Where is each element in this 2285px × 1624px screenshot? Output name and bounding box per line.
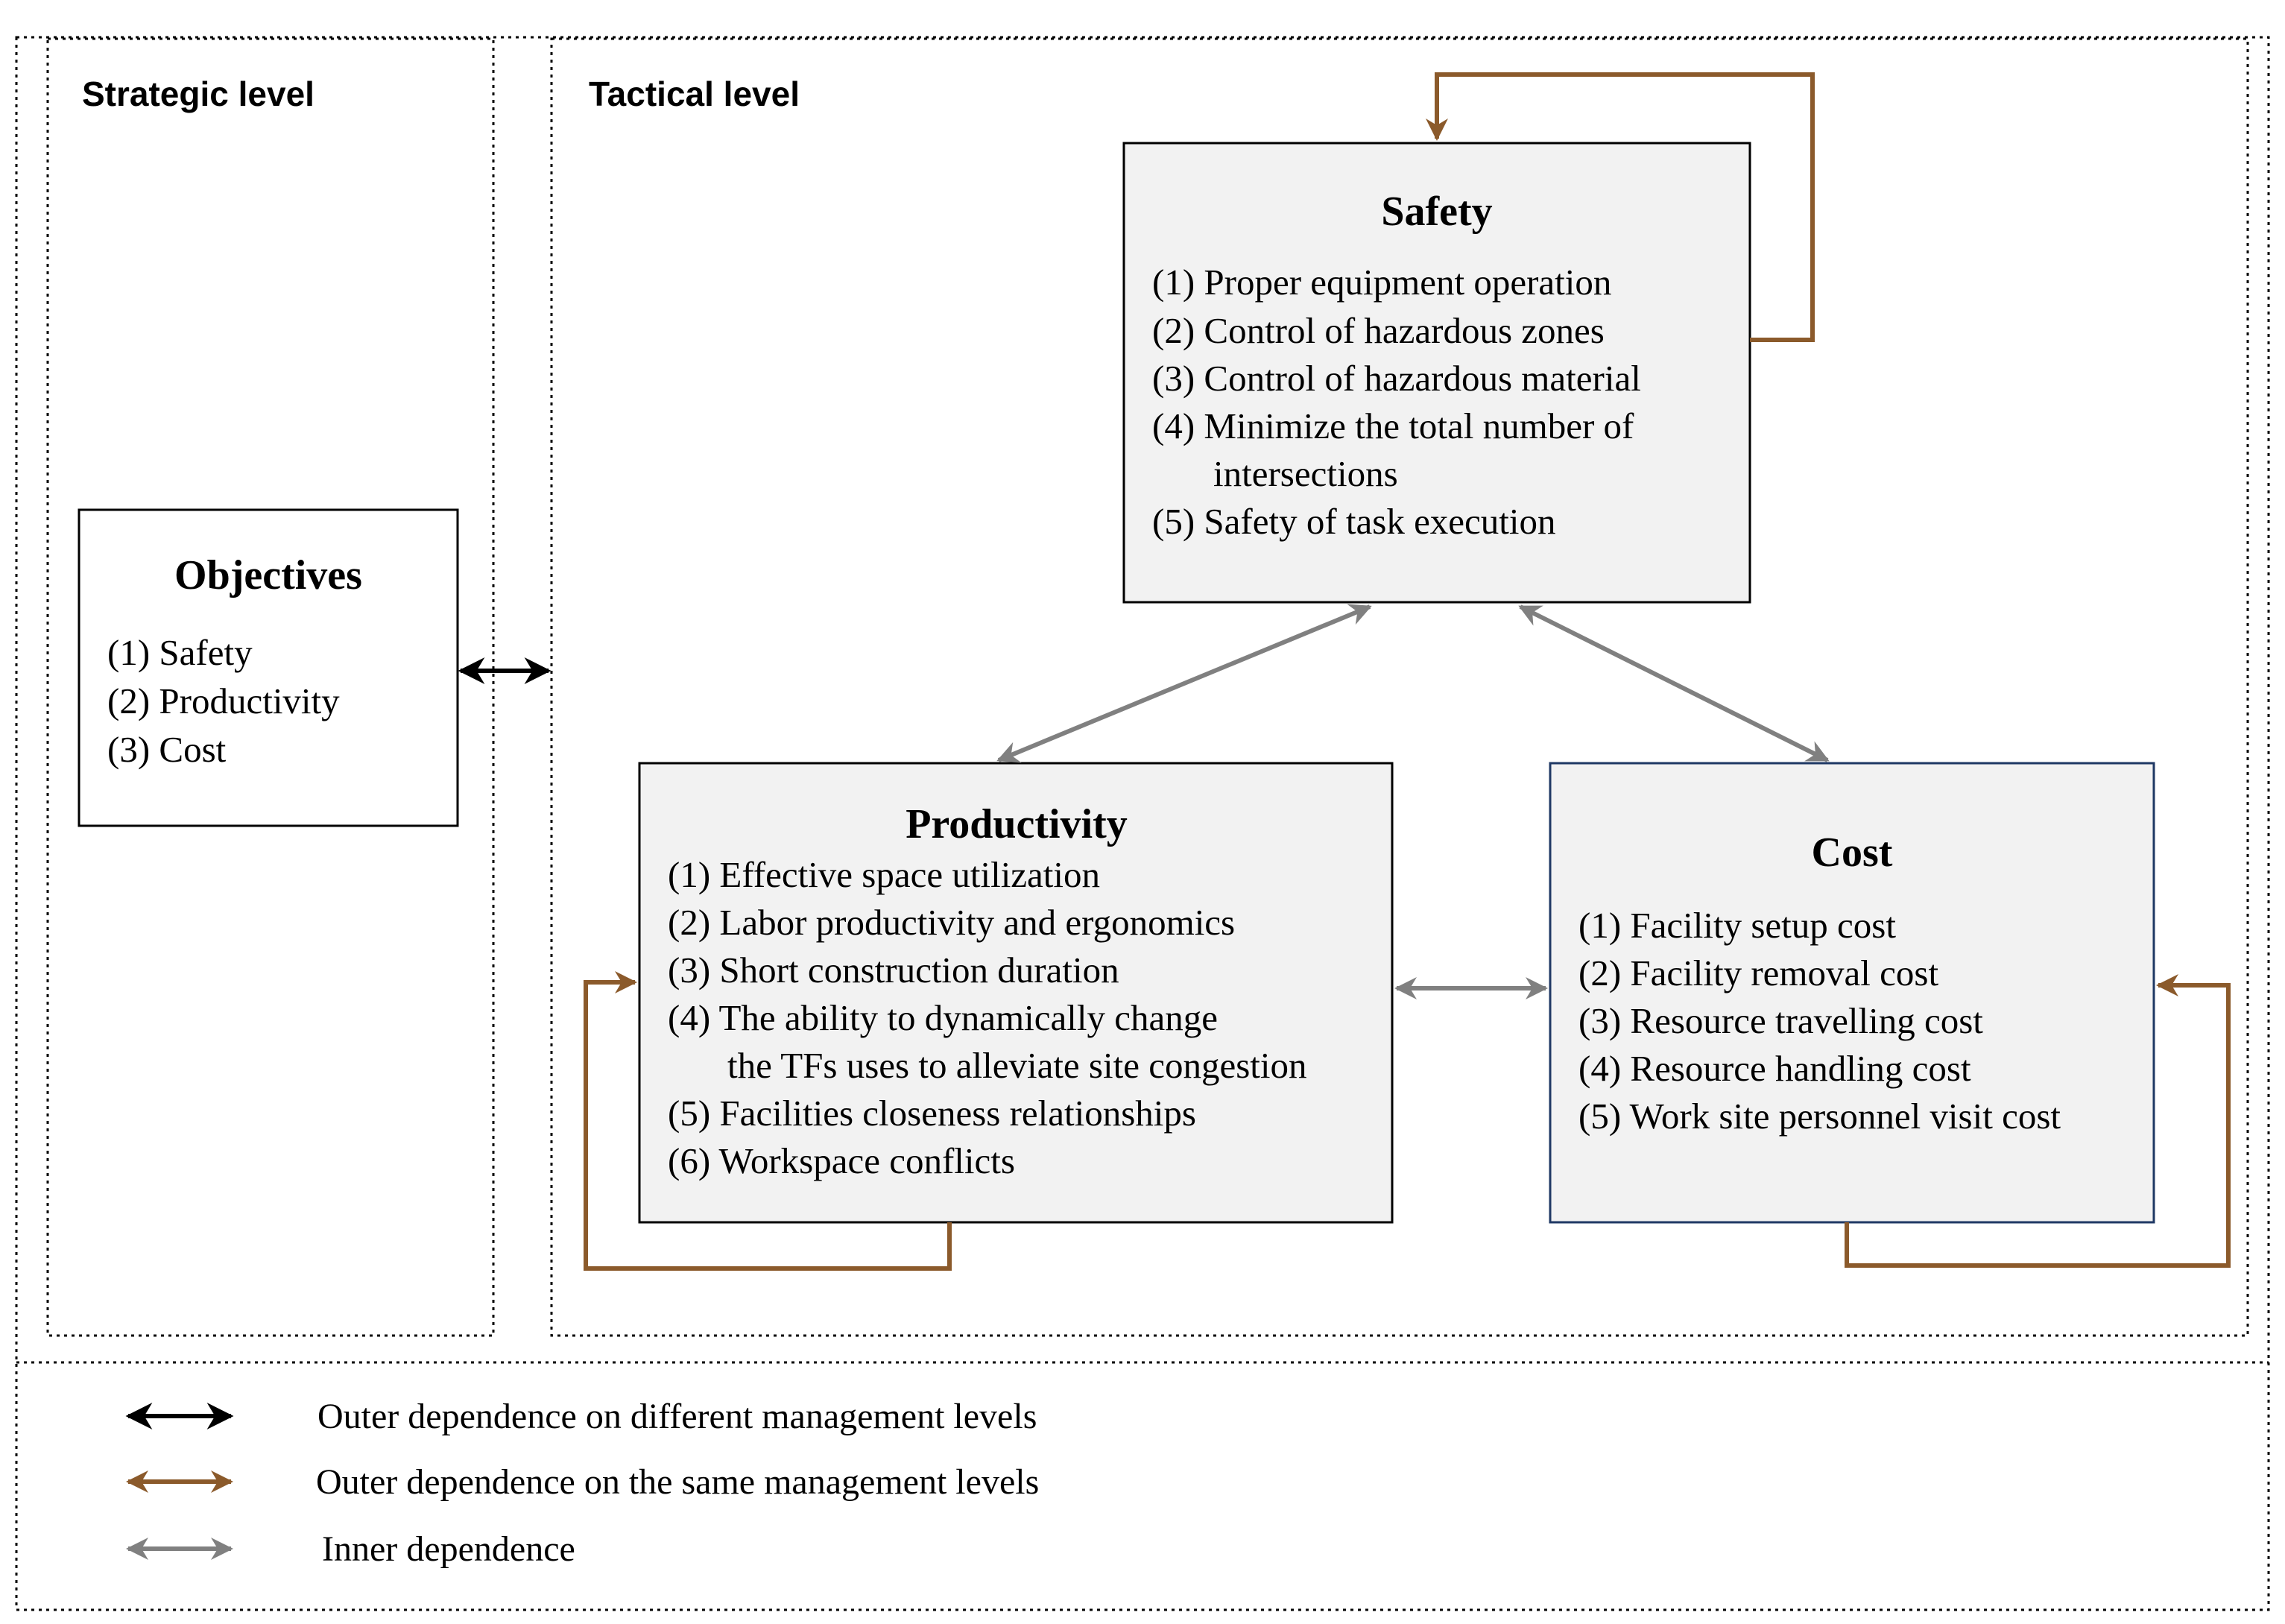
safety-item: (4) Minimize the total number of bbox=[1152, 405, 1634, 446]
cost-item: (2) Facility removal cost bbox=[1578, 952, 1938, 993]
productivity-item: (5) Facilities closeness relationships bbox=[668, 1093, 1196, 1134]
objectives-title: Objectives bbox=[174, 552, 362, 598]
productivity-title: Productivity bbox=[906, 801, 1128, 847]
strategic-level-label: Strategic level bbox=[82, 75, 315, 113]
productivity-item: (3) Short construction duration bbox=[668, 950, 1119, 990]
outer-frame bbox=[15, 36, 2270, 1611]
productivity-item: (4) The ability to dynamically change bbox=[668, 997, 1218, 1038]
safety-item: (1) Proper equipment operation bbox=[1152, 262, 1611, 303]
cost-box: Cost (1) Facility setup cost (2) Facilit… bbox=[1549, 762, 2155, 1224]
safety-item: intersections bbox=[1213, 453, 1398, 494]
inner-arrow-safety-productivity bbox=[996, 604, 1372, 763]
productivity-self-loop-arrow bbox=[584, 971, 952, 1271]
legend-label: Outer dependence on the same management … bbox=[316, 1462, 1039, 1502]
productivity-item: the TFs uses to alleviate site congestio… bbox=[727, 1045, 1307, 1086]
productivity-item: (6) Workspace conflicts bbox=[668, 1140, 1015, 1181]
tactical-level-label: Tactical level bbox=[589, 75, 800, 113]
objectives-item: (3) Cost bbox=[107, 729, 227, 770]
safety-item: (5) Safety of task execution bbox=[1152, 501, 1556, 542]
legend: Outer dependence on different management… bbox=[125, 1397, 1039, 1569]
cost-item: (3) Resource travelling cost bbox=[1578, 1000, 1983, 1041]
legend-label: Outer dependence on different management… bbox=[317, 1397, 1037, 1436]
legend-label: Inner dependence bbox=[322, 1529, 575, 1569]
productivity-item: (1) Effective space utilization bbox=[668, 854, 1100, 895]
safety-item: (3) Control of hazardous material bbox=[1152, 358, 1641, 399]
inner-arrow-safety-cost bbox=[1518, 604, 1830, 762]
safety-item: (2) Control of hazardous zones bbox=[1152, 310, 1605, 351]
cost-title: Cost bbox=[1812, 830, 1893, 876]
objectives-item: (2) Productivity bbox=[107, 680, 340, 721]
productivity-item: (2) Labor productivity and ergonomics bbox=[668, 902, 1235, 943]
tactical-level-panel bbox=[550, 37, 2249, 1337]
safety-title: Safety bbox=[1381, 189, 1492, 235]
safety-self-loop-arrow bbox=[1426, 72, 1815, 342]
cost-item: (1) Facility setup cost bbox=[1578, 905, 1896, 946]
cost-self-loop-arrow bbox=[1845, 974, 2231, 1268]
objectives-box: Objectives (1) Safety (2) Productivity (… bbox=[78, 508, 459, 827]
productivity-box: Productivity (1) Effective space utiliza… bbox=[638, 762, 1394, 1224]
cost-item: (5) Work site personnel visit cost bbox=[1578, 1096, 2061, 1137]
safety-box: Safety (1) Proper equipment operation (2… bbox=[1122, 142, 1751, 604]
objectives-item: (1) Safety bbox=[107, 632, 253, 673]
cost-item: (4) Resource handling cost bbox=[1578, 1048, 1971, 1089]
